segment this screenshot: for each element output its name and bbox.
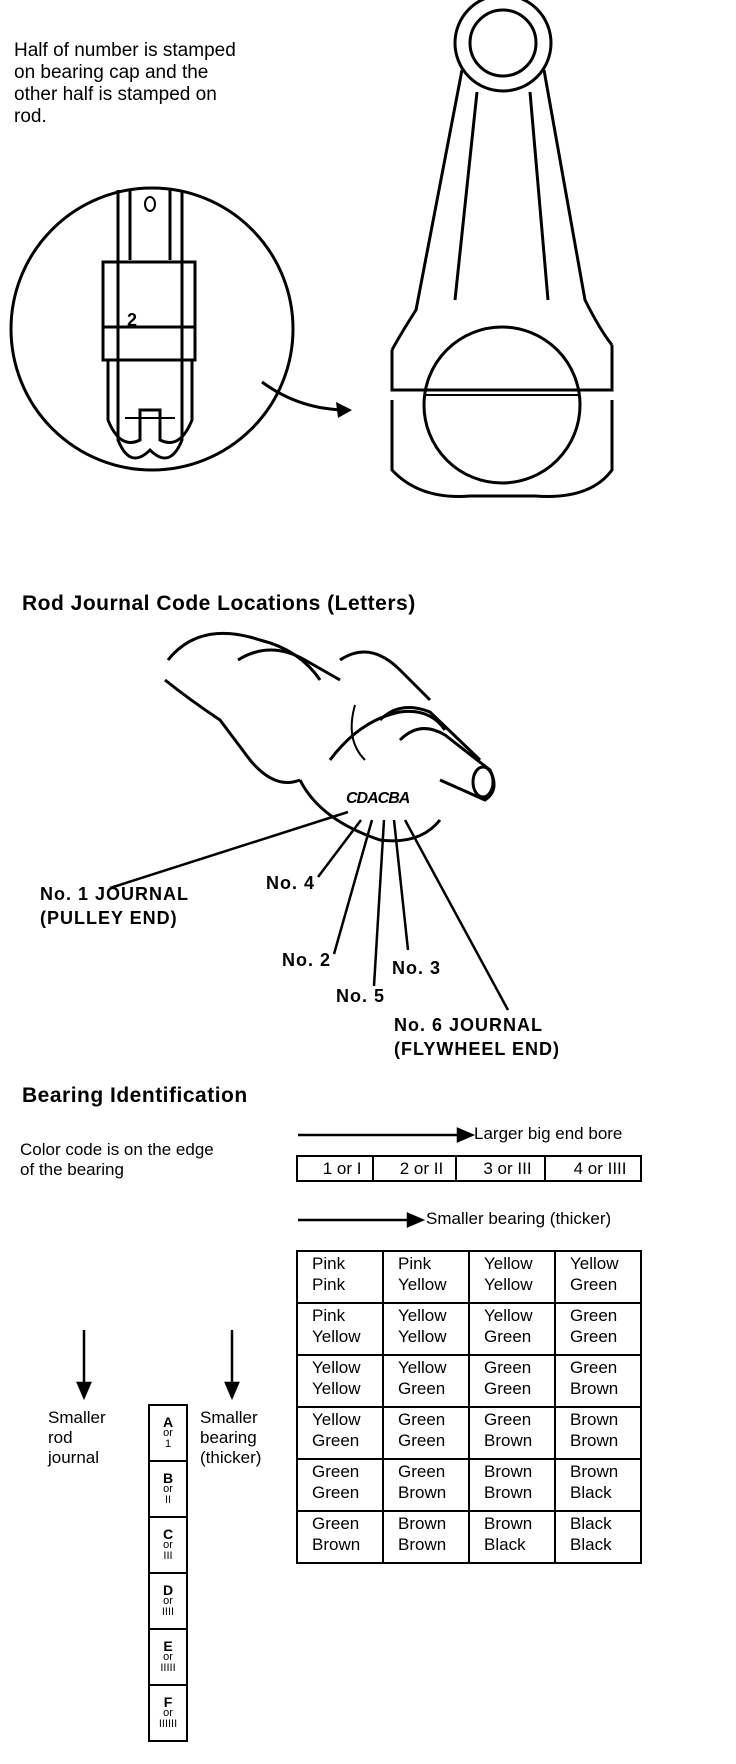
crankshaft-drawing (164, 631, 496, 843)
journal-6-label: No. 6 JOURNAL (394, 1015, 544, 1035)
stamp-letters: CDACBA (346, 790, 410, 807)
bearing-title: Bearing Identification (22, 1084, 248, 1107)
bore-code: 3 or III (454, 1155, 547, 1182)
journal-pointer-lines (109, 810, 510, 1011)
journal-2-label: No. 2 (282, 950, 332, 970)
journal-1-label: No. 1 JOURNAL (40, 884, 190, 904)
color-code-note: Color code is on the edge of the bearing (20, 1140, 214, 1179)
journal-4-label: No. 4 (266, 873, 316, 893)
smaller-bearing-thicker-label: Smaller bearing (thicker) (200, 1408, 262, 1467)
bore-code: 1 or I (295, 1155, 375, 1182)
smaller-bearing-label: Smaller bearing (thicker) (426, 1209, 612, 1228)
bore-code: 4 or IIII (544, 1155, 642, 1182)
journal-6-sublabel: (FLYWHEEL END) (394, 1039, 561, 1059)
smaller-rod-journal-label: Smaller rod journal (48, 1408, 106, 1467)
bearing-arrows (76, 1127, 476, 1401)
larger-bore-label: Larger big end bore (474, 1124, 623, 1143)
journal-3-label: No. 3 (392, 958, 442, 978)
rod-drawing (390, 0, 614, 498)
rod-journal-title: Rod Journal Code Locations (Letters) (22, 592, 416, 615)
bore-code: 2 or II (372, 1155, 457, 1182)
journal-5-label: No. 5 (336, 986, 386, 1006)
inset-stamp-number: 2 (127, 310, 138, 330)
journal-1-sublabel: (PULLEY END) (40, 908, 178, 928)
bore-code-table: 1 or I 2 or II 3 or III 4 or IIII (295, 1155, 642, 1182)
inset-magnifier (9, 186, 295, 472)
stamp-note: Half of number is stamped on bearing cap… (14, 40, 236, 127)
